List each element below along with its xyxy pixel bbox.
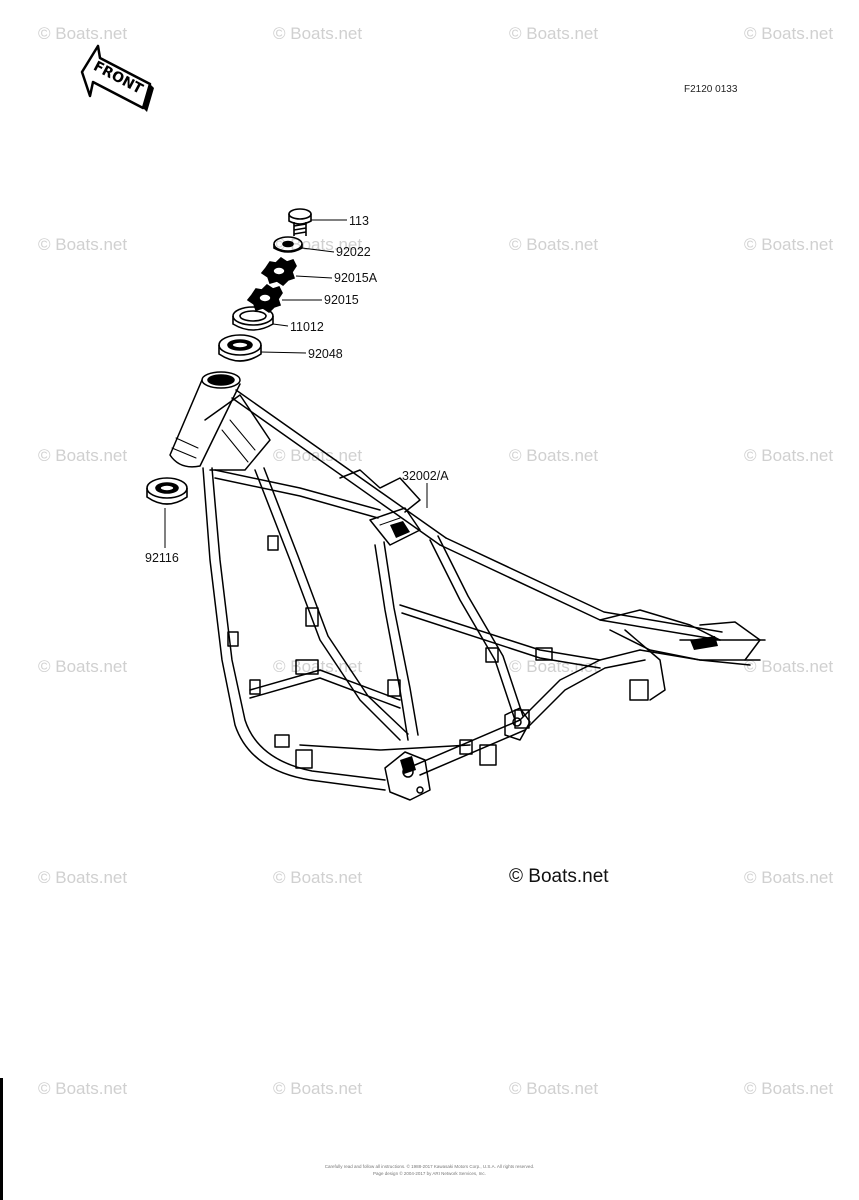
watermark: © Boats.net <box>744 1079 834 1098</box>
watermark: © Boats.net <box>744 657 834 676</box>
cap-11012-icon <box>232 306 274 331</box>
watermark: © Boats.net <box>38 24 128 43</box>
watermark: © Boats.net <box>38 235 128 254</box>
frame-shading <box>390 521 718 774</box>
watermark: © Boats.net <box>509 24 599 43</box>
washer-92022-icon <box>273 236 303 253</box>
watermark: © Boats.net <box>273 24 363 43</box>
left-edge-bar <box>0 1078 3 1200</box>
watermark: © Boats.net <box>509 446 599 465</box>
footer-line-1: Carefully read and follow all instructio… <box>324 1164 535 1169</box>
part-label-32002a[interactable]: 32002/A <box>402 469 449 483</box>
watermark: © Boats.net <box>744 235 834 254</box>
watermark: © Boats.net <box>744 446 834 465</box>
part-label-92015a[interactable]: 92015A <box>334 271 378 285</box>
watermark: © Boats.net <box>744 868 834 887</box>
bearing-92116-icon <box>146 477 188 505</box>
watermark: © Boats.net <box>509 657 599 676</box>
bearing-92048-icon <box>218 334 262 362</box>
watermark: © Boats.net <box>38 657 128 676</box>
watermark: © Boats.net <box>38 446 128 465</box>
part-label-113[interactable]: 113 <box>349 214 369 228</box>
steering-parts <box>146 208 312 505</box>
bolt-113-icon <box>288 208 312 236</box>
locknut-92015a-icon <box>260 256 297 287</box>
motorcycle-frame <box>169 371 766 801</box>
watermark: © Boats.net <box>744 24 834 43</box>
watermark: © Boats.net <box>509 1079 599 1098</box>
watermark: © Boats.net <box>38 1079 128 1098</box>
part-label-92015[interactable]: 92015 <box>324 293 359 307</box>
part-label-92022[interactable]: 92022 <box>336 245 371 259</box>
watermark: © Boats.net <box>38 868 128 887</box>
part-label-92116[interactable]: 92116 <box>145 551 179 565</box>
part-label-92048[interactable]: 92048 <box>308 347 343 361</box>
watermark: © Boats.net <box>273 868 363 887</box>
locknut-92015-icon <box>246 283 283 314</box>
leader-lines <box>164 219 428 548</box>
copyright-main: © Boats.net <box>509 866 609 887</box>
front-arrow-icon: FRONT <box>80 44 154 112</box>
watermark: © Boats.net <box>509 235 599 254</box>
part-label-11012[interactable]: 11012 <box>290 320 324 334</box>
watermark: © Boats.net <box>273 1079 363 1098</box>
diagram-id: F2120 0133 <box>684 84 738 95</box>
footer-line-2: Page design © 2004-2017 by ARI Network S… <box>373 1171 486 1176</box>
watermark: © Boats.net <box>273 446 363 465</box>
